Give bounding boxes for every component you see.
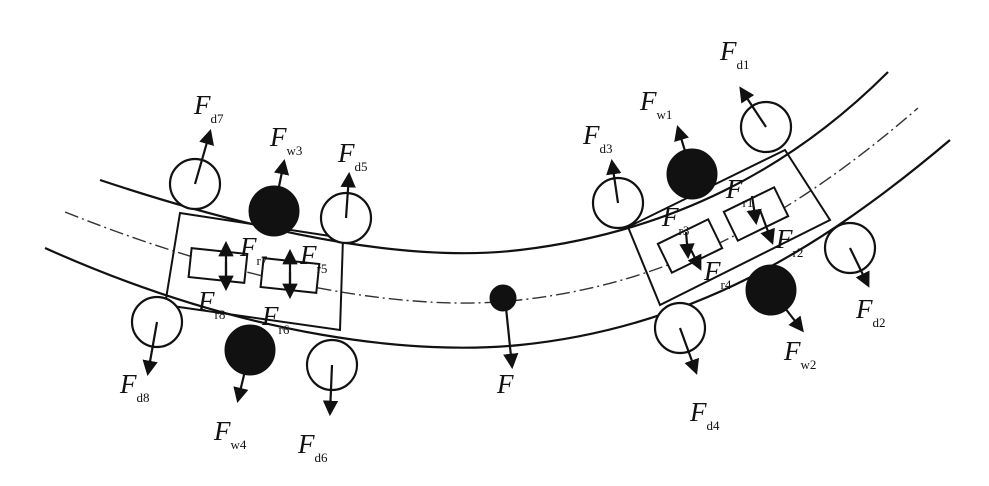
arrow-fr2 bbox=[758, 209, 775, 245]
arrow-fr3 bbox=[679, 231, 695, 260]
arrow-fw2 bbox=[770, 289, 804, 333]
arrow-fw1 bbox=[674, 125, 694, 175]
label-fr6: Fr6 bbox=[261, 301, 290, 337]
track-center-line bbox=[64, 107, 919, 304]
arrow-fd4 bbox=[678, 327, 700, 375]
label-fd6: Fd6 bbox=[297, 429, 328, 465]
label-fr8: Fr8 bbox=[197, 286, 225, 322]
label-fr3: Fr3 bbox=[661, 202, 689, 238]
label-fw3: Fw3 bbox=[269, 122, 302, 158]
arrow-fd8 bbox=[142, 321, 159, 377]
arrow-fd2 bbox=[849, 247, 870, 288]
label-fd7: Fd7 bbox=[193, 90, 224, 126]
label-fr1: Fr1 bbox=[725, 174, 753, 210]
label-fr2: Fr2 bbox=[775, 224, 803, 260]
arrow-fr1 bbox=[746, 195, 762, 226]
label-fw1: Fw1 bbox=[639, 86, 672, 122]
label-fd4: Fd4 bbox=[689, 397, 720, 433]
label-fd5: Fd5 bbox=[337, 138, 368, 174]
arrow-fr4 bbox=[687, 243, 702, 271]
label-fr4: Fr4 bbox=[703, 256, 732, 292]
arrow-fw3 bbox=[272, 158, 290, 212]
arrow-fw4 bbox=[233, 349, 252, 403]
arrow-fd5 bbox=[340, 171, 356, 219]
label-f-center: F bbox=[496, 369, 514, 399]
arrow-f-center bbox=[503, 297, 519, 370]
right-bogie-frame bbox=[626, 148, 832, 307]
left-box-r7-r8 bbox=[187, 247, 249, 284]
label-fr5: Fr5 bbox=[299, 240, 327, 276]
arrow-fd1 bbox=[739, 86, 767, 128]
label-fw4: Fw4 bbox=[213, 416, 247, 452]
label-fw2: Fw2 bbox=[783, 336, 816, 372]
label-fd3: Fd3 bbox=[582, 120, 613, 156]
arrow-fd6 bbox=[322, 364, 339, 417]
center-mass bbox=[489, 284, 517, 312]
arrow-fd3 bbox=[606, 158, 622, 204]
label-fd2: Fd2 bbox=[855, 294, 886, 330]
label-fr7: Fr7 bbox=[239, 232, 268, 268]
label-fd8: Fd8 bbox=[119, 369, 150, 405]
arrow-fd7 bbox=[193, 129, 214, 185]
label-fd1: Fd1 bbox=[719, 36, 750, 72]
